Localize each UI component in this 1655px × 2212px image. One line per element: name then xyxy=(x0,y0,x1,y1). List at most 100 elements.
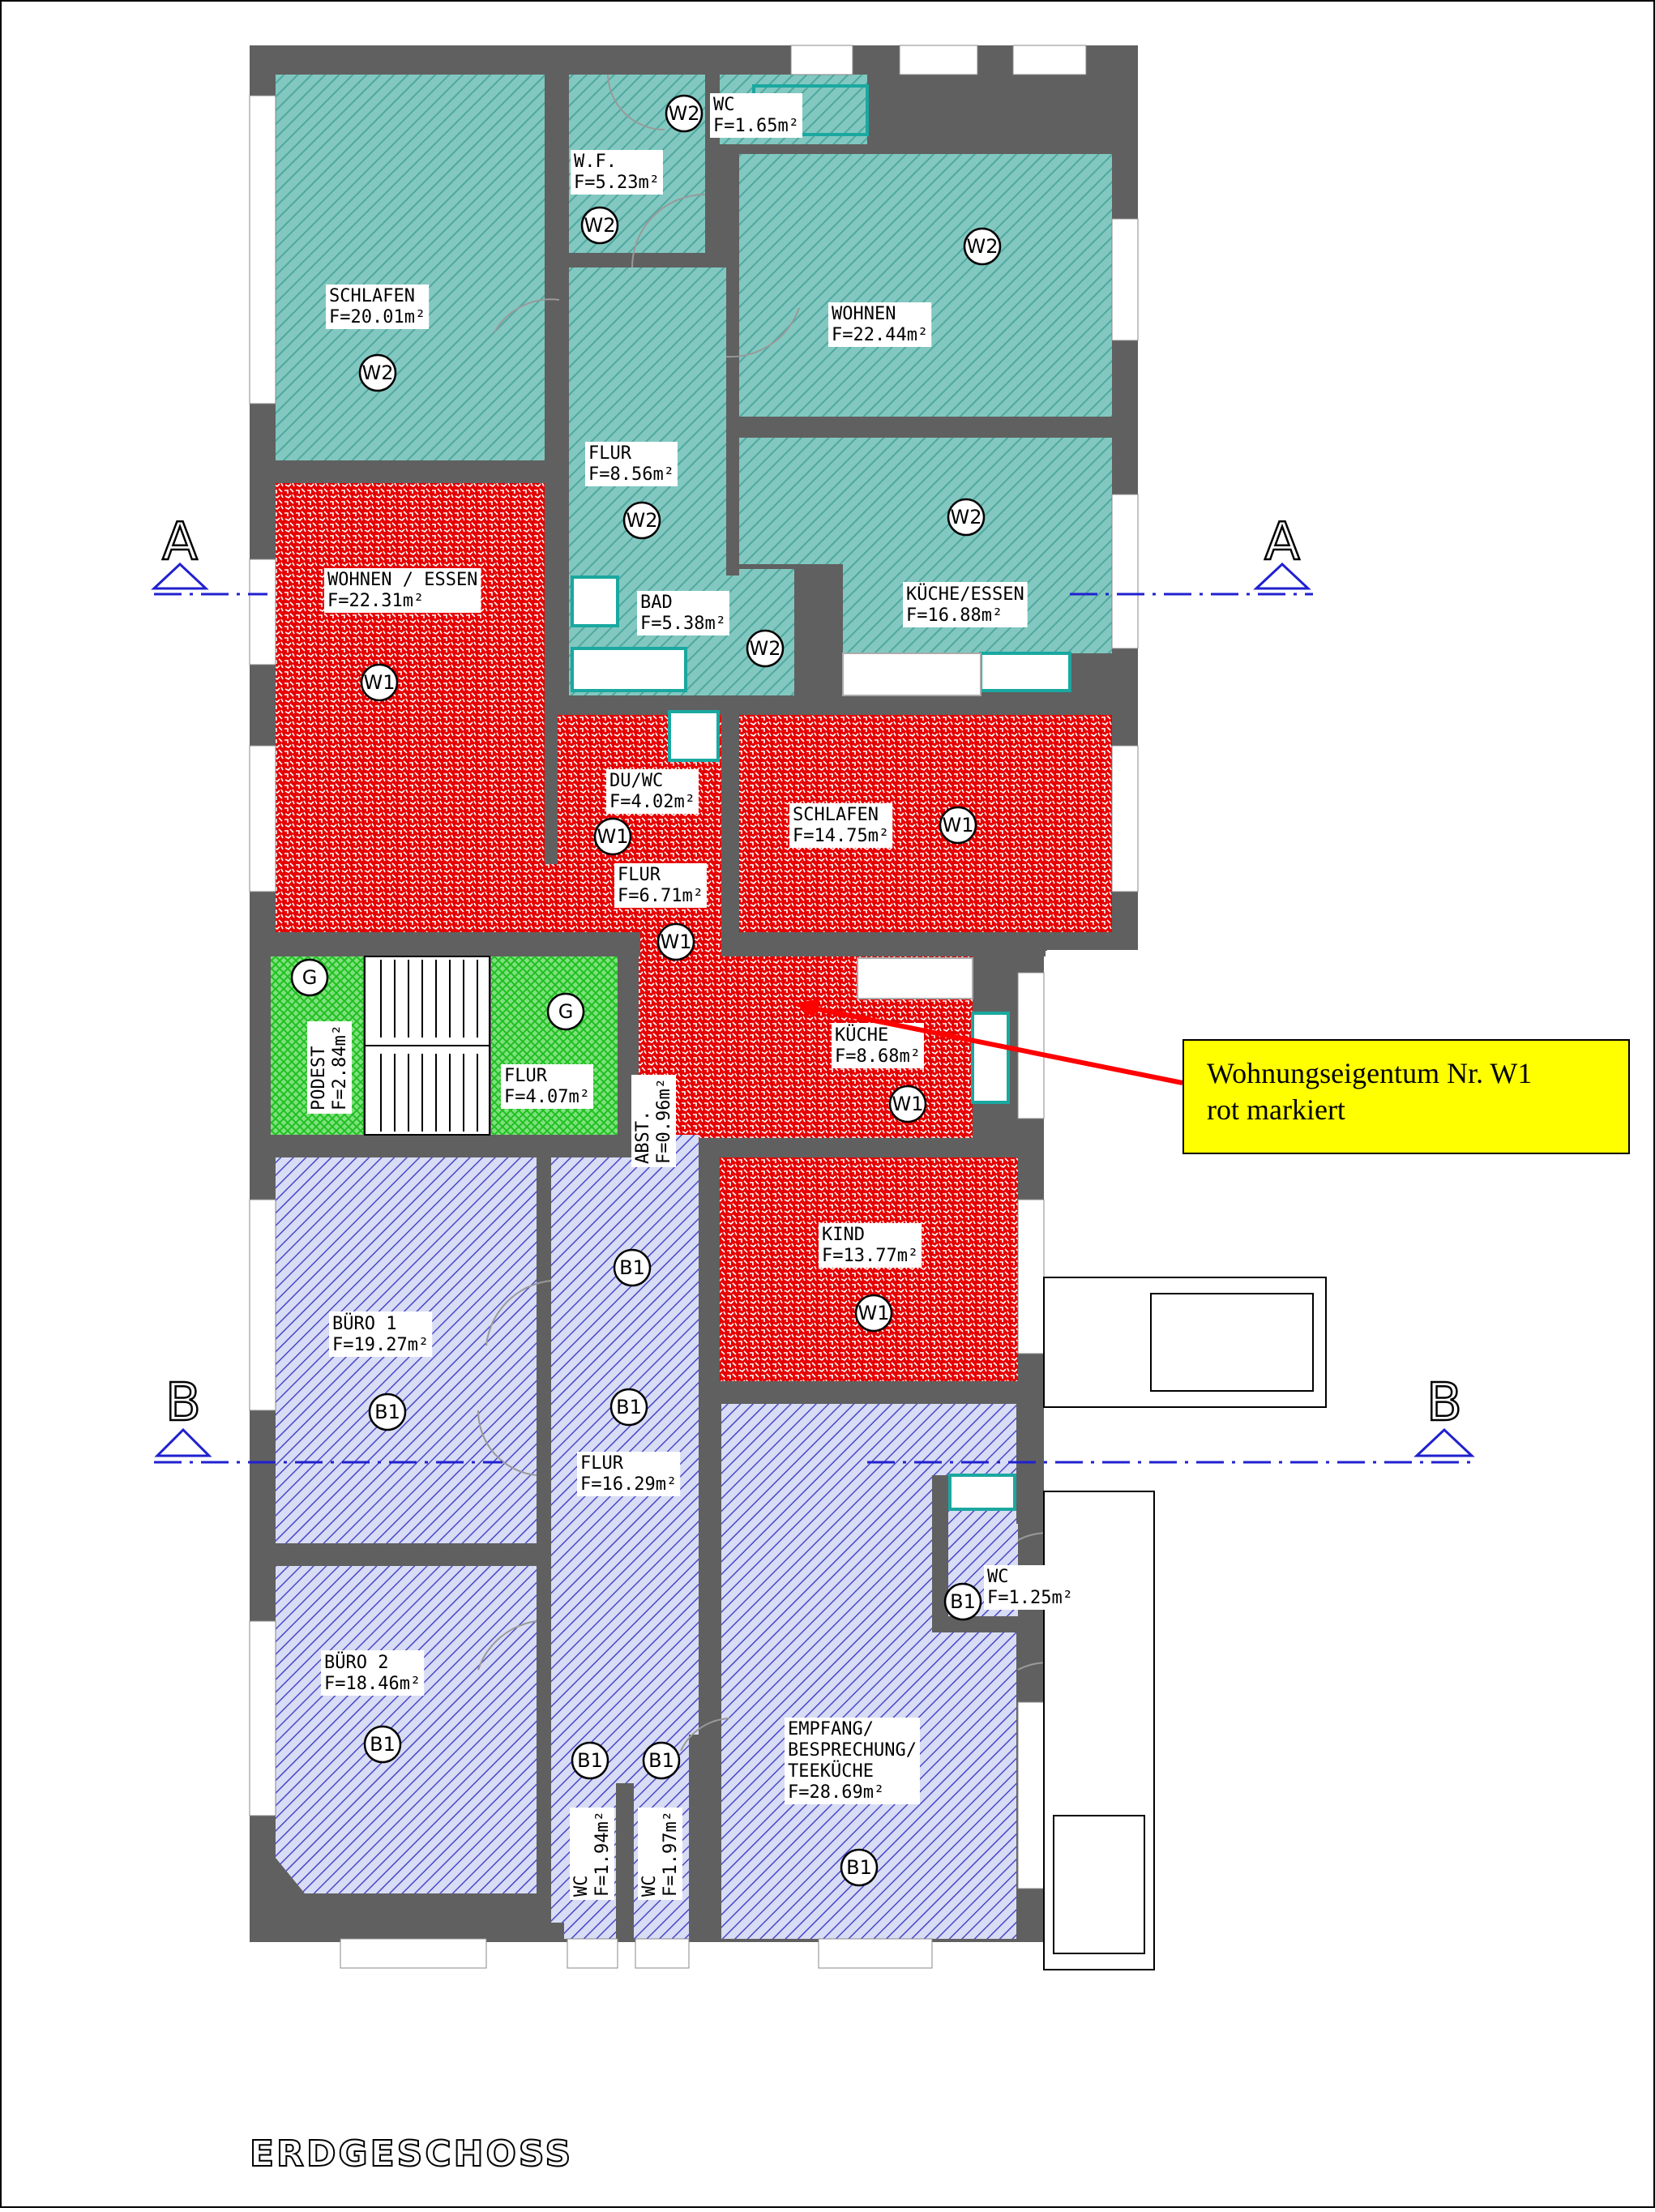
room-label-background xyxy=(710,93,802,138)
unit-badge-circle xyxy=(613,1248,652,1287)
room-area: F=8.56m² xyxy=(588,464,674,485)
room-label-background xyxy=(631,1075,676,1167)
staircase-exterior-south xyxy=(1043,1491,1155,1970)
room-w2-wohnen xyxy=(739,154,1112,417)
room-label-background xyxy=(585,442,678,486)
staircase-central xyxy=(364,956,490,1136)
unit-badge-g-podest: G xyxy=(302,966,318,989)
room-area: F=28.69m² xyxy=(788,1782,884,1803)
room-label-background xyxy=(637,591,729,635)
unit-badge-b1-wc2: B1 xyxy=(577,1749,603,1772)
unit-badge-circle xyxy=(580,206,619,245)
unit-badge-circle xyxy=(360,663,399,702)
room-w1-kind xyxy=(720,1157,1018,1381)
room-area: F=5.38m² xyxy=(640,614,726,634)
room-area: F=4.02m² xyxy=(609,792,695,812)
room-name: BAD xyxy=(640,593,673,613)
room-area: F=1.97m² xyxy=(661,1811,681,1897)
room-label-background xyxy=(828,302,932,347)
room-label-background xyxy=(832,1023,924,1068)
room-area: F=16.29m² xyxy=(580,1474,677,1495)
room-label-background xyxy=(903,582,1028,627)
room-label-background xyxy=(501,1064,593,1109)
unit-badge-w2-schlafen: W2 xyxy=(362,362,394,384)
section-marker-a-right: A xyxy=(1253,511,1311,590)
unit-badge-circle xyxy=(665,94,703,133)
staircase-exterior-east xyxy=(1043,1277,1327,1408)
section-marker-b-right: B xyxy=(1413,1372,1475,1457)
unit-badge-circle xyxy=(368,1393,407,1431)
room-area: F=1.25m² xyxy=(987,1588,1073,1608)
room-area: F=6.71m² xyxy=(618,886,703,906)
room-w2-flur xyxy=(569,267,726,569)
room-label-background xyxy=(614,863,707,908)
unit-badge-w1-kueche: W1 xyxy=(892,1093,924,1115)
room-area: F=16.88m² xyxy=(906,605,1003,626)
room-name: SCHLAFEN xyxy=(793,805,879,825)
unit-badge-circle xyxy=(571,1741,609,1780)
room-label-b1-abst: ABST.F=0.96m² xyxy=(633,1078,674,1164)
unit-badge-w2-bad: W2 xyxy=(750,637,781,660)
unit-badge-b1-wc1: B1 xyxy=(950,1590,976,1613)
room-label-background xyxy=(321,1650,425,1696)
section-label-a-left: A xyxy=(162,512,198,572)
section-label-b-right: B xyxy=(1426,1373,1462,1433)
unit-badge-circle xyxy=(943,1582,982,1621)
room-area: F=22.31m² xyxy=(327,591,424,611)
room-name: WOHNEN / ESSEN xyxy=(327,570,477,590)
room-name: ABST. xyxy=(633,1110,653,1164)
room-name: FLUR xyxy=(504,1066,548,1086)
room-name: FLUR xyxy=(588,443,632,464)
room-name: WC xyxy=(571,1876,592,1898)
room-w1-wohnen xyxy=(276,483,545,932)
unit-badge-circle xyxy=(609,1388,648,1427)
section-lines xyxy=(154,593,1475,1464)
room-w1-schlafen xyxy=(739,715,1112,932)
room-label-background xyxy=(785,1718,920,1804)
room-b1-flur xyxy=(551,1135,699,1923)
room-label-background xyxy=(577,1452,681,1496)
room-area: F=19.27m² xyxy=(332,1335,429,1355)
room-name: WC xyxy=(987,1567,1009,1587)
room-name: FLUR xyxy=(580,1453,624,1474)
windows xyxy=(249,45,1139,1969)
room-name: KÜCHE/ESSEN xyxy=(906,584,1024,605)
unit-badge-w1-schlafen: W1 xyxy=(943,814,974,836)
section-label-a-right: A xyxy=(1264,512,1300,572)
unit-badge-w2-wf: W2 xyxy=(584,214,616,237)
room-label-background xyxy=(326,285,430,329)
room-name: W.F. xyxy=(574,152,617,172)
room-area: F=4.07m² xyxy=(504,1087,590,1107)
fixtures xyxy=(571,84,1071,1511)
room-name: KIND xyxy=(822,1225,865,1245)
unit-badge-circle xyxy=(963,227,1002,266)
unit-badge-w2-wc: W2 xyxy=(669,102,700,125)
room-name: WC xyxy=(639,1876,660,1898)
room-name: TEEKÜCHE xyxy=(788,1761,874,1782)
floor-title: ERDGESCHOSS xyxy=(250,2133,573,2175)
unit-badge-w2-flur: W2 xyxy=(627,509,658,532)
room-label-b1-wc2: WCF=1.94m² xyxy=(571,1811,613,1897)
unit-badge-w2-kueche: W2 xyxy=(951,506,982,528)
room-name: EMPFANG/ xyxy=(788,1719,874,1739)
room-label-background xyxy=(570,1808,614,1900)
unit-badge-circle xyxy=(358,353,397,392)
room-label-background xyxy=(819,1223,922,1268)
room-label-background xyxy=(638,1808,682,1900)
unit-badge-circle xyxy=(746,629,785,668)
room-area: F=5.23m² xyxy=(574,173,660,193)
room-area: F=1.65m² xyxy=(713,116,799,136)
